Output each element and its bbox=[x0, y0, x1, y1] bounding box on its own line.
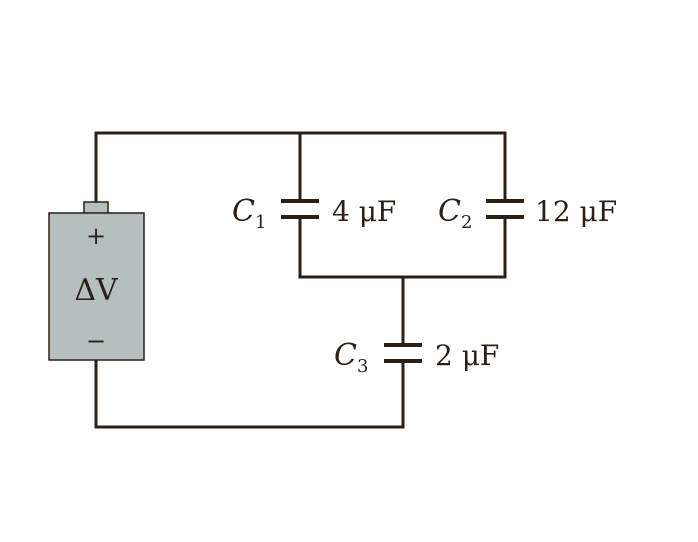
capacitor-c3: C3 2 μF bbox=[334, 338, 499, 377]
c2-label: C2 bbox=[438, 194, 472, 233]
capacitor-c2: C2 12 μF bbox=[438, 194, 617, 233]
c2-subscript: 2 bbox=[461, 212, 472, 233]
wires bbox=[94, 131, 507, 429]
capacitor-c1: C1 4 μF bbox=[232, 194, 396, 233]
c1-subscript: 1 bbox=[255, 212, 266, 233]
battery-voltage-label: ΔV bbox=[74, 273, 119, 308]
battery-minus-sign: − bbox=[86, 327, 106, 355]
c3-value: 2 μF bbox=[435, 339, 499, 372]
c3-label: C3 bbox=[334, 338, 368, 377]
c1-letter: C bbox=[232, 194, 255, 229]
battery-plus-sign: + bbox=[86, 222, 106, 250]
middle-wire bbox=[298, 216, 507, 279]
battery: + ΔV − bbox=[48, 201, 145, 361]
battery-body bbox=[48, 212, 145, 361]
bottom-wire bbox=[94, 358, 405, 429]
c3-letter: C bbox=[334, 338, 357, 373]
battery-voltage-symbol: ΔV bbox=[74, 273, 119, 308]
c1-label: C1 bbox=[232, 194, 266, 233]
c2-value: 12 μF bbox=[535, 195, 617, 228]
battery-terminal bbox=[83, 201, 109, 215]
c3-subscript: 3 bbox=[357, 356, 368, 377]
c1-value: 4 μF bbox=[332, 195, 396, 228]
c2-letter: C bbox=[438, 194, 461, 229]
